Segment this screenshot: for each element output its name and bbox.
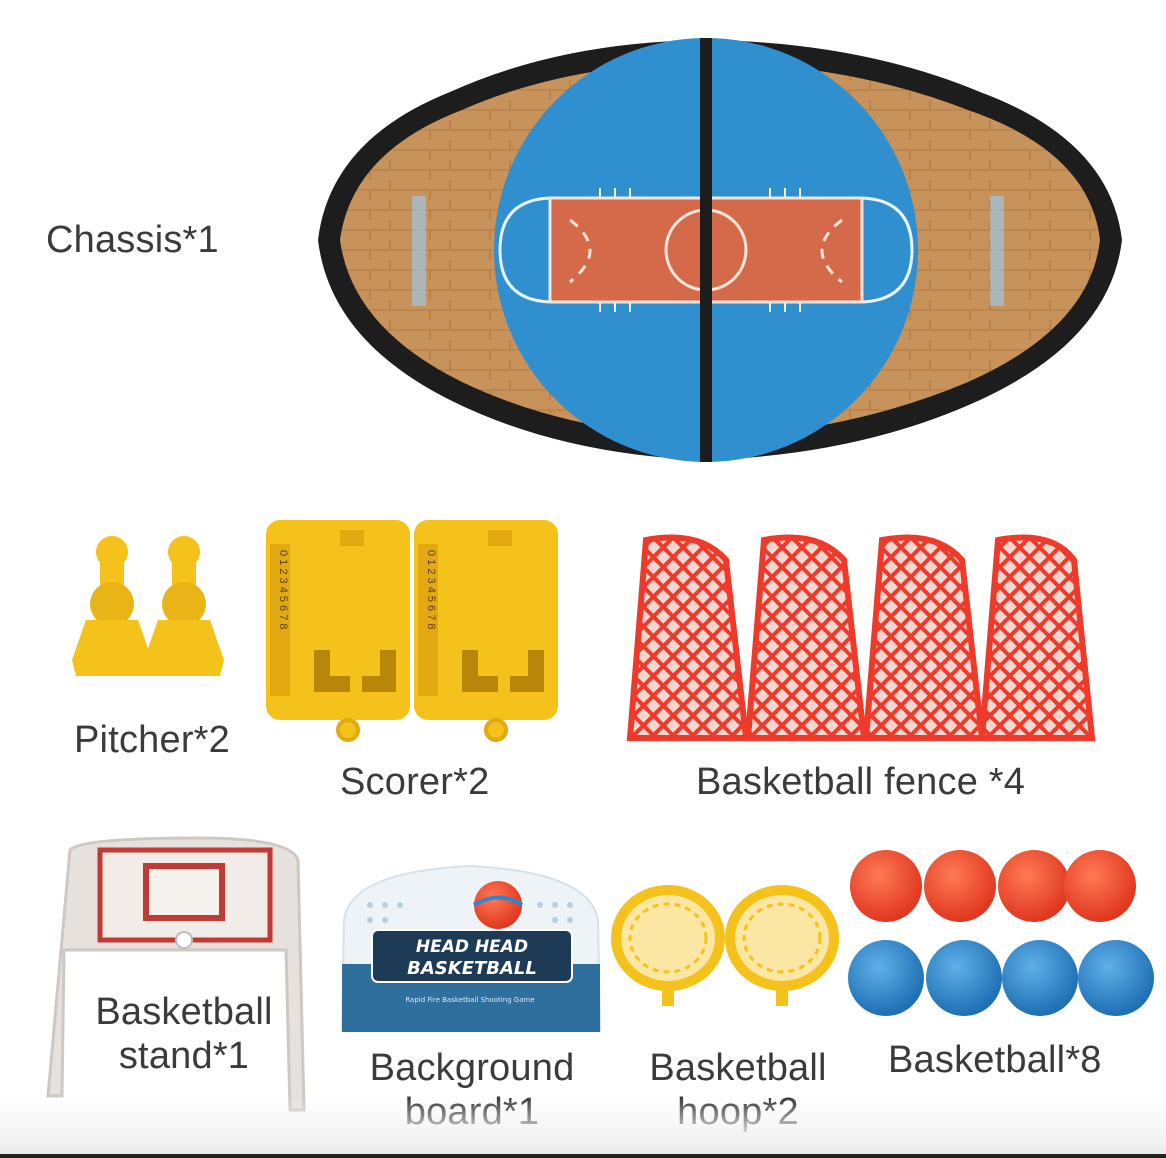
board-tagline: Rapid Fire Basketball Shooting Game	[405, 996, 534, 1004]
label-basketball-stand-line1: Basketball	[95, 991, 273, 1033]
label-basketball-stand: Basketball stand*1	[86, 990, 282, 1078]
bottom-fade	[0, 1098, 1166, 1158]
basketball-hoop-image	[611, 885, 839, 1006]
bottom-rule	[0, 1154, 1166, 1158]
label-scorer: Scorer*2	[340, 761, 490, 803]
scorer-number-strip-right: 0 1 2 3 4 5 6 7 8	[425, 550, 437, 630]
label-basketball-hoop-line1: Basketball	[649, 1047, 827, 1089]
basketball-fence-image	[626, 534, 1096, 741]
label-background-board-line1: Background	[369, 1047, 575, 1089]
pitcher-image	[72, 536, 224, 676]
label-basketball-fence: Basketball fence *4	[696, 761, 1026, 803]
scorer-image: 0 1 2 3 4 5 6 7 8 0 1 2 3 4 5 6 7 8	[266, 520, 558, 742]
label-basketballs: Basketball*8	[888, 1039, 1102, 1081]
background-board-image: HEAD HEAD BASKETBALL Rapid Fire Basketba…	[340, 864, 602, 1032]
board-title-line1: HEAD HEAD	[416, 937, 528, 957]
chassis-image	[318, 38, 1122, 462]
label-basketball-stand-line2: stand*1	[118, 1035, 250, 1077]
basketballs-image	[848, 850, 1154, 1016]
scorer-number-strip-left: 0 1 2 3 4 5 6 7 8	[277, 550, 289, 630]
label-chassis: Chassis*1	[46, 219, 219, 261]
label-pitcher: Pitcher*2	[74, 719, 230, 761]
basketball-stand-image	[46, 836, 306, 1112]
board-title-line2: BASKETBALL	[407, 958, 537, 979]
